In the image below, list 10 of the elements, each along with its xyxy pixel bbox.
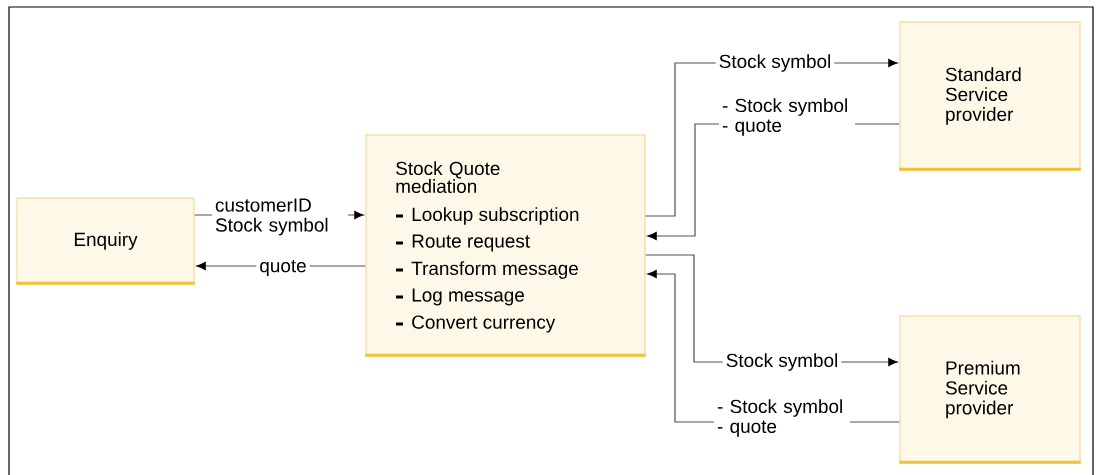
process-box: Enquiry <box>16 197 195 285</box>
edge-label: customerID Stock symbol <box>212 195 348 239</box>
edge-label: Stock symbol <box>722 350 842 374</box>
process-box: Stock Quote mediation Lookup subscription Route request Transform message Log message Convert currency <box>365 134 646 357</box>
edge-label: - Stock symbol - quote <box>719 95 855 139</box>
process-box: Standard Service provider <box>899 21 1081 171</box>
edge-label: Stock symbol <box>715 51 835 75</box>
edge-label: - Stock symbol - quote <box>714 396 850 440</box>
edge-label: quote <box>256 256 310 280</box>
process-box: Premium Service provider <box>899 315 1081 464</box>
